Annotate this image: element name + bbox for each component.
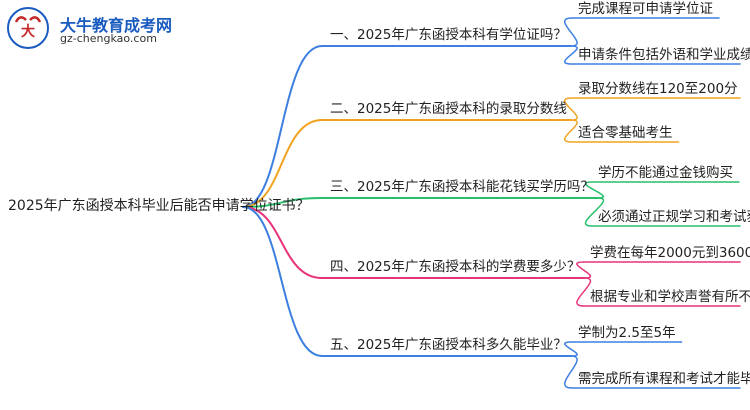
branch-connector — [242, 45, 572, 208]
leaf-topic: 录取分数线在120至200分 — [578, 81, 738, 97]
leaf-topic: 学费在每年2000元到3600元 — [590, 245, 750, 261]
logo-url: gz-chengkao.com — [60, 32, 157, 45]
branch-connector — [242, 197, 599, 208]
leaf-topic: 申请条件包括外语和学业成绩 — [578, 47, 750, 63]
leaf-topic: 需完成所有课程和考试才能毕业 — [578, 371, 750, 387]
branch-topic: 五、2025年广东函授本科多久能毕业？ — [330, 337, 567, 353]
branch-topic: 三、2025年广东函授本科能花钱买学历吗？ — [330, 179, 594, 195]
leaf-connector — [564, 45, 741, 65]
leaf-connector — [564, 97, 741, 121]
leaf-connector — [576, 277, 741, 307]
branch-connector — [242, 206, 586, 279]
leaf-topic: 必须通过正规学习和考试获得 — [598, 209, 750, 225]
leaf-connector — [564, 355, 741, 389]
leaf-connector — [576, 261, 741, 279]
branch-connector — [242, 206, 572, 357]
root-topic: 2025年广东函授本科毕业后能否申请学位证书？ — [8, 198, 310, 214]
leaf-topic: 适合零基础考生 — [578, 125, 673, 141]
leaf-connector — [564, 119, 680, 143]
svg-text:大: 大 — [21, 23, 35, 40]
branch-topic: 四、2025年广东函授本科的学费要多少？ — [330, 259, 581, 275]
leaf-connector — [564, 341, 683, 357]
logo-title: 大牛教育成考网 — [60, 16, 173, 35]
leaf-topic: 完成课程可申请学位证 — [578, 1, 713, 17]
branch-topic: 一、2025年广东函授本科有学位证吗？ — [330, 27, 567, 43]
bull-mascot-icon: 大 — [7, 7, 49, 49]
branch-topic: 二、2025年广东函授本科的录取分数线 — [330, 101, 567, 117]
leaf-topic: 根据专业和学校声誉有所不同 — [590, 289, 750, 305]
leaf-topic: 学制为2.5至5年 — [578, 325, 676, 341]
leaf-connector — [584, 181, 740, 199]
site-logo: 大 大牛教育成考网 gz-chengkao.com — [6, 6, 196, 50]
leaf-connector — [584, 197, 741, 227]
branch-connector — [242, 119, 572, 208]
leaf-connector — [564, 17, 720, 47]
leaf-topic: 学历不能通过金钱购买 — [598, 165, 733, 181]
